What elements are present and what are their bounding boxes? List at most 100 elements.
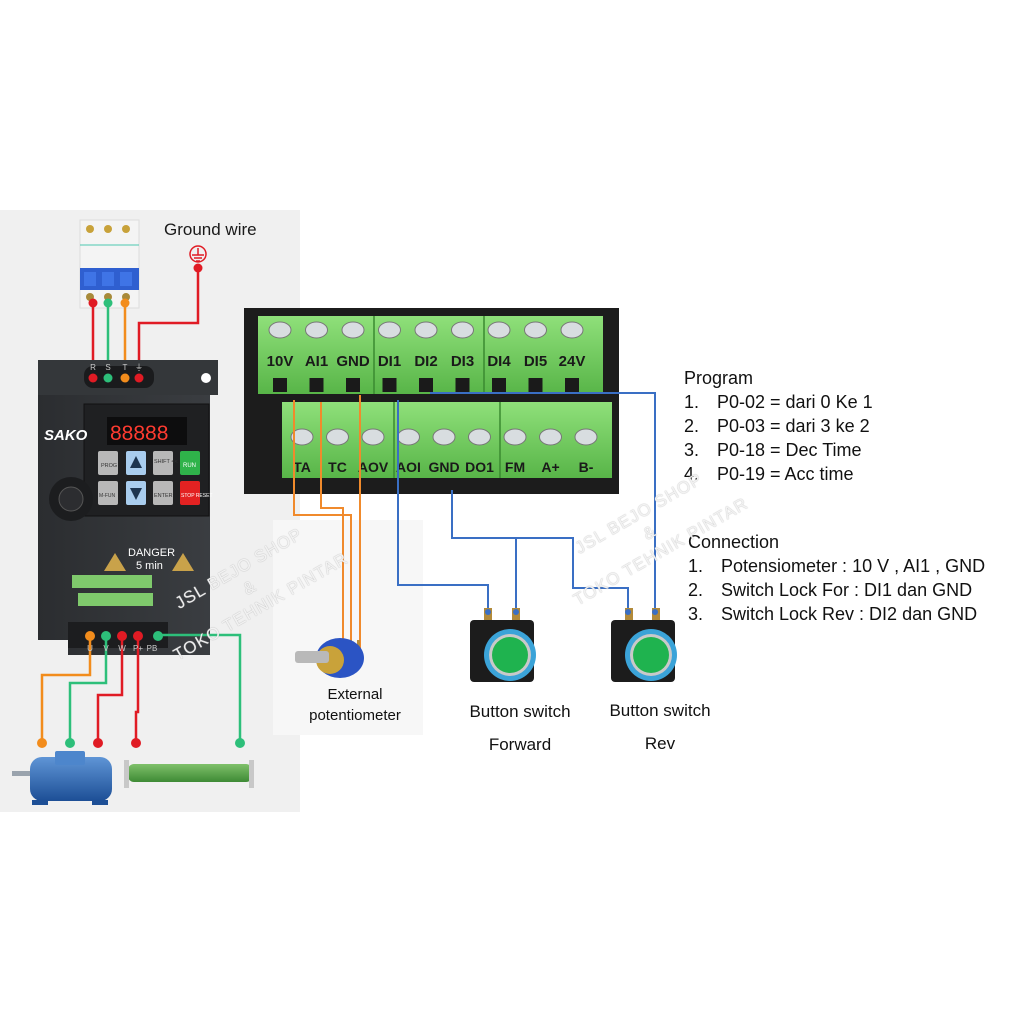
terminal-label-bottom: TC <box>328 459 347 475</box>
terminal-label-top: DI2 <box>414 353 437 370</box>
key-run-label: RUN <box>183 463 196 469</box>
mount-hole <box>201 373 211 383</box>
terminal-slot <box>492 378 506 392</box>
wire-pb <box>158 633 242 743</box>
terminal-label-bottom: AOV <box>358 459 389 475</box>
connection-item-number: 1. <box>688 556 704 576</box>
program-item-number: 2. <box>684 416 700 436</box>
input-terminal-label: ⏚ <box>135 363 143 372</box>
connection-title: Connection <box>688 532 780 552</box>
control-terminals-bottom <box>78 593 153 606</box>
terminal-screw <box>432 428 456 446</box>
led-display <box>107 417 187 445</box>
program-item-number: 1. <box>684 392 700 412</box>
output-terminal-label: P+ <box>133 644 143 653</box>
led-display-digits: 88888 <box>110 422 168 445</box>
key-mfun <box>98 481 118 505</box>
terminal-slot <box>346 378 360 392</box>
terminal-screw <box>468 428 491 446</box>
danger-title: DANGER <box>128 547 175 559</box>
terminal-screw <box>451 321 474 339</box>
terminal-screw <box>268 321 292 339</box>
terminal-screw <box>341 321 365 339</box>
program-item-number: 3. <box>684 440 700 460</box>
breaker-screw <box>122 225 130 233</box>
warning-icon <box>104 553 126 571</box>
terminal-label-top: 24V <box>559 353 586 370</box>
terminal-screw <box>524 321 547 339</box>
key-prog-label: PROG <box>101 463 117 469</box>
wire-pplus <box>134 635 140 743</box>
output-terminal-label: PB <box>147 644 158 653</box>
potentiometer-label-line1: External <box>327 686 383 703</box>
program-item: 4. P0-19 = Acc time <box>684 462 873 486</box>
vfd-drive <box>38 360 218 655</box>
input-terminal-strip <box>84 366 154 388</box>
ground-wire-label: Ground wire <box>164 220 257 239</box>
program-item: 2.P0-03 = dari 3 ke 2 <box>684 414 873 438</box>
connection-section: Connection 1.Potensiometer : 10 V , AI1 … <box>688 530 985 626</box>
terminal-screw <box>539 428 562 446</box>
arrow-up-icon <box>130 456 142 468</box>
terminal-screw <box>305 321 328 339</box>
terminal-slot <box>455 378 470 392</box>
terminal-slot <box>273 378 287 392</box>
terminal-screw <box>574 428 598 446</box>
program-item-number: 4. <box>684 464 700 484</box>
program-item-text: P0-19 = Acc time <box>717 464 854 484</box>
terminal-label-top: DI1 <box>378 353 401 370</box>
connection-item-text: Switch Lock For : DI1 dan GND <box>721 580 973 600</box>
input-terminal-label: T <box>123 363 128 372</box>
wire-ai1 <box>320 402 344 650</box>
terminal-label-bottom: A+ <box>541 459 559 475</box>
terminal-label-bottom: B- <box>579 459 594 475</box>
terminal-label-top: DI5 <box>524 353 547 370</box>
key-prog <box>98 451 118 475</box>
key-enter-label: ENTER <box>154 493 173 499</box>
key-run <box>180 451 200 475</box>
reverse-switch-label-line2: Rev <box>644 734 676 753</box>
terminal-screw <box>361 428 385 446</box>
wire-v <box>68 635 108 743</box>
key-shift <box>153 451 173 475</box>
terminal-label-bottom: DO1 <box>465 459 494 475</box>
terminal-label-top: 10V <box>267 353 294 370</box>
wire-di1 <box>397 400 489 612</box>
wire-di2 <box>430 392 656 612</box>
braking-resistor-icon <box>124 760 254 788</box>
forward-switch-label-line1: Button switch <box>469 702 571 721</box>
connection-item: 1.Potensiometer : 10 V , AI1 , GND <box>688 554 985 578</box>
reverse-switch-label: Button switch Rev <box>592 694 728 760</box>
control-wires <box>293 392 656 650</box>
terminal-screw <box>378 321 401 339</box>
terminal-label-bottom: AOI <box>396 459 421 475</box>
connection-item: 2.Switch Lock For : DI1 dan GND <box>688 578 985 602</box>
program-item: 3. P0-18 = Dec Time <box>684 438 873 462</box>
terminal-screw <box>397 428 420 446</box>
terminal-slot <box>309 378 324 392</box>
key-mfun-label: M-FUN <box>99 493 115 499</box>
connection-item: 3.Switch Lock Rev : DI2 dan GND <box>688 602 985 626</box>
terminal-label-bottom: GND <box>428 459 459 475</box>
forward-switch-icon <box>470 608 536 682</box>
connection-item-number: 3. <box>688 604 704 624</box>
key-shift-label: SHIFT << <box>154 459 178 465</box>
motor-icon <box>12 751 112 805</box>
wire-pe <box>137 268 200 378</box>
terminal-label-bottom: TA <box>293 459 311 475</box>
reverse-switch-icon <box>611 608 677 682</box>
output-terminal-label: V <box>103 644 109 653</box>
terminal-screw <box>290 428 314 446</box>
output-terminal-label: W <box>118 644 126 653</box>
wire-10v <box>293 400 352 650</box>
forward-switch-label-line2: Forward <box>488 735 552 754</box>
terminal-screw <box>503 428 527 446</box>
potentiometer-label-line2: potentiometer <box>309 707 401 724</box>
program-item-text: P0-18 = Dec Time <box>717 440 862 460</box>
input-terminal-label: S <box>105 363 110 372</box>
terminal-label-top: DI3 <box>451 353 474 370</box>
